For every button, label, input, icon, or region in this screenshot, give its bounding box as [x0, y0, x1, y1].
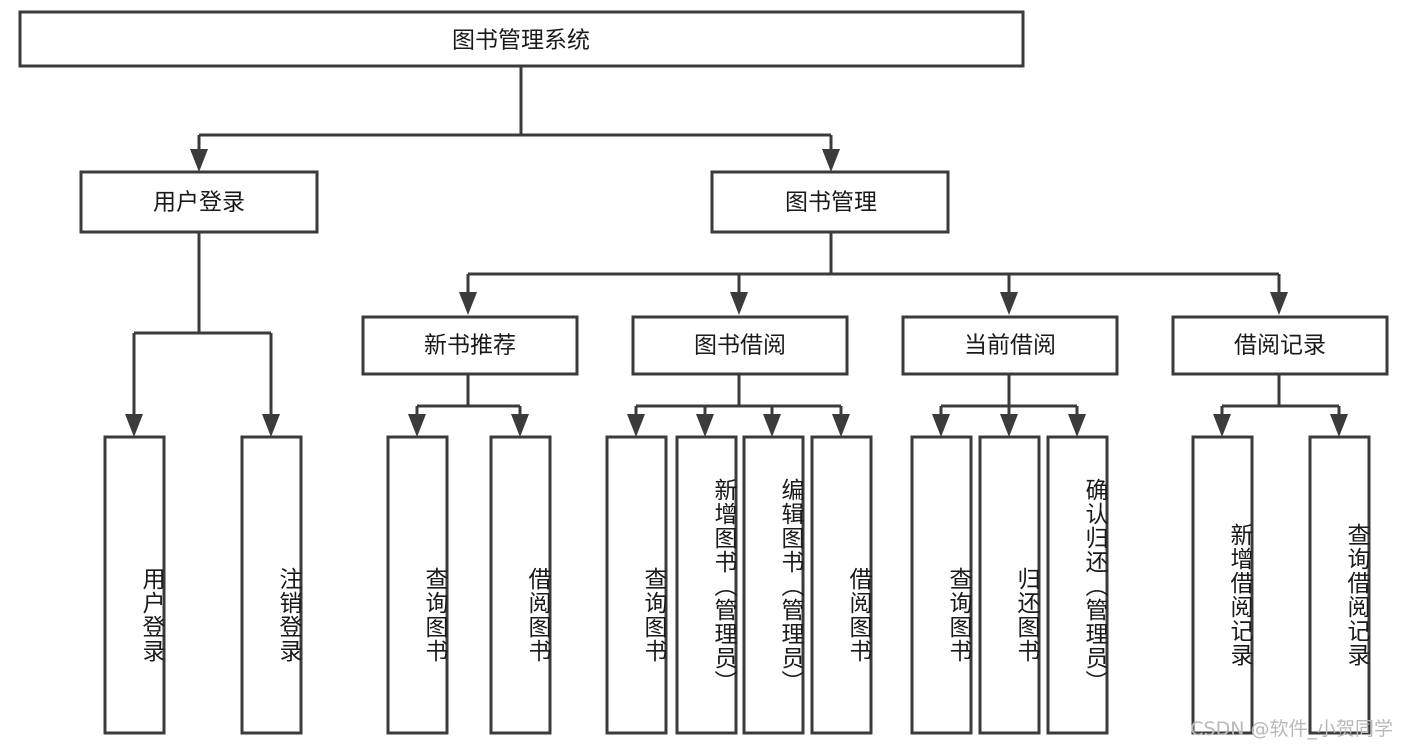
arrowhead-leaf-add-book — [696, 414, 714, 437]
node-leaf-logout-login-box[interactable] — [240, 435, 303, 735]
arrowhead-book-management — [822, 149, 840, 172]
node-book-borrow-label: 图书借阅 — [694, 333, 786, 359]
node-user-login[interactable]: 用户登录 — [79, 170, 319, 234]
node-borrow-record-label: 借阅记录 — [1234, 333, 1326, 359]
arrowhead-leaf-logout-login — [262, 414, 280, 437]
arrowhead-leaf-user-login — [125, 414, 143, 437]
arrowhead-current-borrow — [1000, 292, 1018, 315]
node-current-borrow-box[interactable] — [901, 315, 1119, 376]
connectors-book-management-to-level2 — [459, 232, 1288, 315]
arrowhead-leaf-confirm-return — [1068, 414, 1086, 437]
node-borrow-record-box[interactable] — [1171, 315, 1389, 376]
connectors-current-borrow-to-leaves — [932, 374, 1086, 437]
node-leaf-edit-book-box[interactable] — [742, 435, 805, 735]
arrowhead-borrow-record — [1270, 292, 1288, 315]
leaf-boxes — [103, 435, 1371, 735]
node-leaf-borrow-book-1-box[interactable] — [489, 435, 552, 735]
node-current-borrow[interactable]: 当前借阅 — [901, 315, 1119, 376]
node-book-management-box[interactable] — [710, 170, 950, 234]
node-leaf-query-book-2-box[interactable] — [605, 435, 668, 735]
arrowhead-leaf-borrow-book-2 — [832, 414, 850, 437]
arrowhead-leaf-query-book-2 — [627, 414, 645, 437]
arrowhead-leaf-query-book-1 — [408, 414, 426, 437]
arrowhead-leaf-edit-book — [763, 414, 781, 437]
node-user-login-label: 用户登录 — [153, 190, 245, 216]
node-borrow-record[interactable]: 借阅记录 — [1171, 315, 1389, 376]
connectors-borrow-record-to-leaves — [1213, 374, 1348, 437]
node-leaf-query-book-1-box[interactable] — [386, 435, 449, 735]
connectors-user-login-to-leaves — [125, 232, 280, 437]
arrowhead-leaf-query-book-3 — [932, 414, 950, 437]
node-leaf-add-record-box[interactable] — [1191, 435, 1254, 735]
node-root-label: 图书管理系统 — [452, 28, 590, 54]
node-leaf-confirm-return-box[interactable] — [1046, 435, 1109, 735]
node-root-box[interactable] — [18, 10, 1025, 68]
node-leaf-user-login-box[interactable] — [103, 435, 166, 735]
node-new-book-recommend-box[interactable] — [361, 315, 579, 376]
arrowhead-new-book-recommend — [459, 292, 477, 315]
node-new-book-recommend-label: 新书推荐 — [424, 333, 516, 359]
arrowhead-book-borrow — [730, 292, 748, 315]
node-leaf-borrow-book-2-box[interactable] — [810, 435, 873, 735]
node-user-login-box[interactable] — [79, 170, 319, 234]
node-book-management[interactable]: 图书管理 — [710, 170, 950, 234]
node-current-borrow-label: 当前借阅 — [964, 333, 1056, 359]
connectors-book-borrow-to-leaves — [627, 374, 850, 437]
node-leaf-add-book-box[interactable] — [675, 435, 738, 735]
arrowhead-leaf-borrow-book-1 — [511, 414, 529, 437]
node-leaf-query-record-box[interactable] — [1308, 435, 1371, 735]
arrowhead-leaf-query-record — [1330, 414, 1348, 437]
node-root[interactable]: 图书管理系统 — [18, 10, 1025, 68]
node-leaf-query-book-3-box[interactable] — [910, 435, 973, 735]
node-new-book-recommend[interactable]: 新书推荐 — [361, 315, 579, 376]
node-book-management-label: 图书管理 — [785, 190, 877, 216]
node-leaf-return-book-box[interactable] — [978, 435, 1041, 735]
node-book-borrow[interactable]: 图书借阅 — [631, 315, 849, 376]
arrowhead-user-login — [190, 149, 208, 172]
connectors-root-to-level1 — [190, 66, 840, 172]
connectors-new-book-recommend-to-leaves — [408, 374, 529, 437]
node-book-borrow-box[interactable] — [631, 315, 849, 376]
arrowhead-leaf-return-book — [1000, 414, 1018, 437]
arrowhead-leaf-add-record — [1213, 414, 1231, 437]
